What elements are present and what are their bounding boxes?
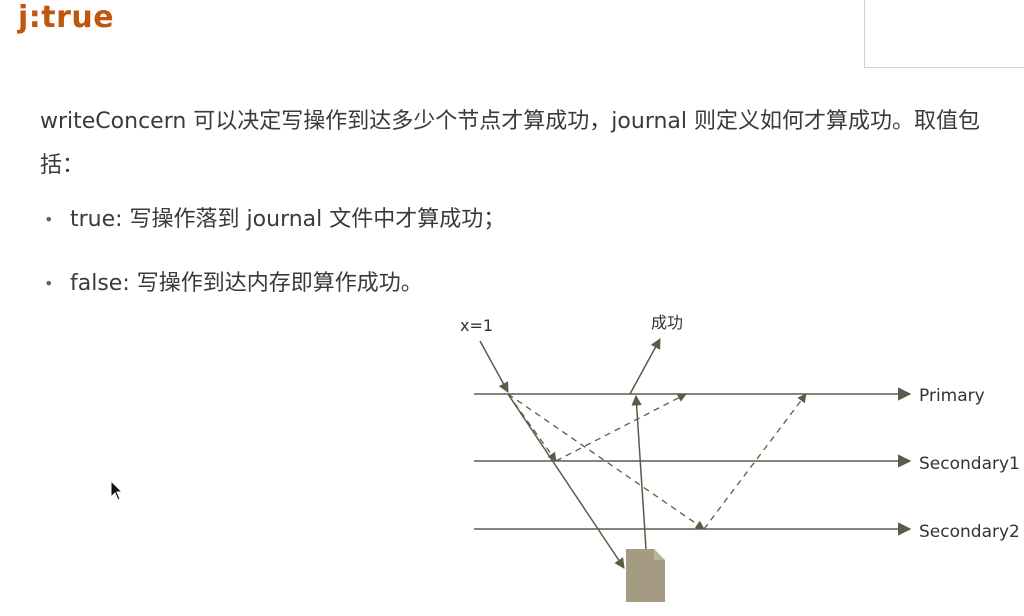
list-item: • true: 写操作落到 journal 文件中才算成功；: [40, 198, 505, 242]
journal-file-icon: [626, 549, 665, 602]
intro-paragraph: writeConcern 可以决定写操作到达多少个节点才算成功，journal …: [40, 109, 981, 178]
mouse-pointer-icon: [110, 480, 124, 501]
write-request-arrow: [479, 340, 509, 393]
replicate-to-secondary2: [507, 393, 705, 530]
page-title: j:true: [18, 0, 115, 35]
list-item: • false: 写操作到达内存即算作成功。: [40, 262, 505, 306]
journal-ack-arrow: [631, 394, 647, 550]
success-arrow: [629, 338, 661, 395]
list-item-text: false: 写操作到达内存即算作成功。: [70, 271, 423, 296]
write-label: x=1: [460, 316, 493, 335]
journal-write-arrow: [507, 393, 625, 569]
success-label: 成功: [651, 313, 683, 332]
secondary2-label: Secondary2: [919, 522, 1020, 542]
bullet-dot-icon: •: [44, 210, 54, 229]
secondary1-ack: [555, 393, 687, 462]
options-list: • true: 写操作落到 journal 文件中才算成功； • false: …: [40, 198, 505, 306]
secondary1-label: Secondary1: [919, 454, 1020, 474]
primary-label: Primary: [919, 386, 985, 406]
replicate-to-secondary1: [507, 393, 557, 462]
bullet-dot-icon: •: [44, 274, 54, 293]
overlay-panel: [864, 0, 1024, 68]
journal-file-fold: [654, 549, 665, 560]
list-item-text: true: 写操作落到 journal 文件中才算成功；: [70, 207, 506, 232]
